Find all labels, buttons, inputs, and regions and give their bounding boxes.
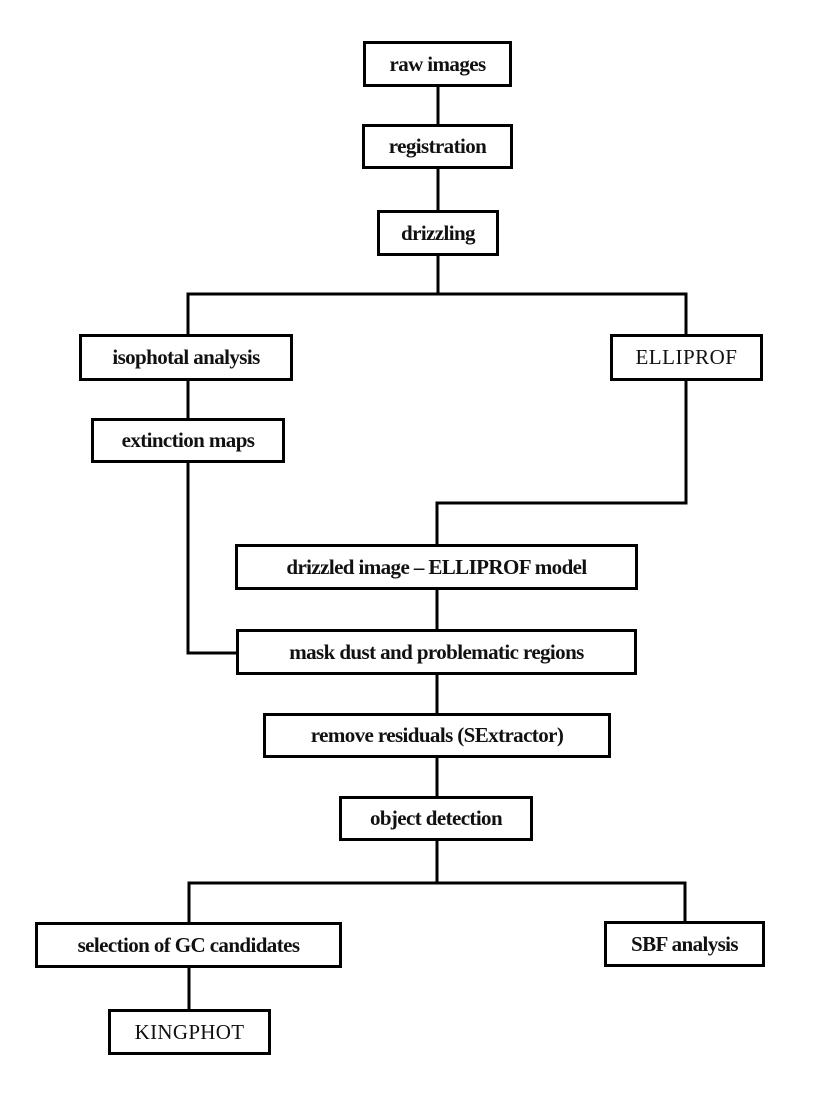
node-object-detection: object detection (339, 796, 533, 841)
node-registration: registration (362, 124, 513, 169)
edge-branch-bottom (187, 881, 687, 922)
edge-extinction-mask (186, 463, 236, 655)
edge-elliprof-drizzled-model (435, 381, 688, 544)
node-extinction-maps: extinction maps (91, 418, 285, 463)
node-remove-residuals: remove residuals (SExtractor) (263, 713, 611, 758)
node-kingphot: KINGPHOT (108, 1009, 271, 1055)
node-elliprof: ELLIPROF (610, 334, 763, 381)
node-drizzling: drizzling (377, 210, 499, 256)
node-drizzled-minus-model: drizzled image – ELLIPROF model (235, 544, 638, 590)
node-selection-gc: selection of GC candidates (35, 922, 342, 968)
edge-branch-top (186, 292, 688, 334)
node-raw-images: raw images (363, 41, 512, 87)
node-isophotal-analysis: isophotal analysis (79, 334, 293, 381)
node-mask-dust: mask dust and problematic regions (236, 629, 637, 675)
node-sbf-analysis: SBF analysis (604, 921, 765, 967)
